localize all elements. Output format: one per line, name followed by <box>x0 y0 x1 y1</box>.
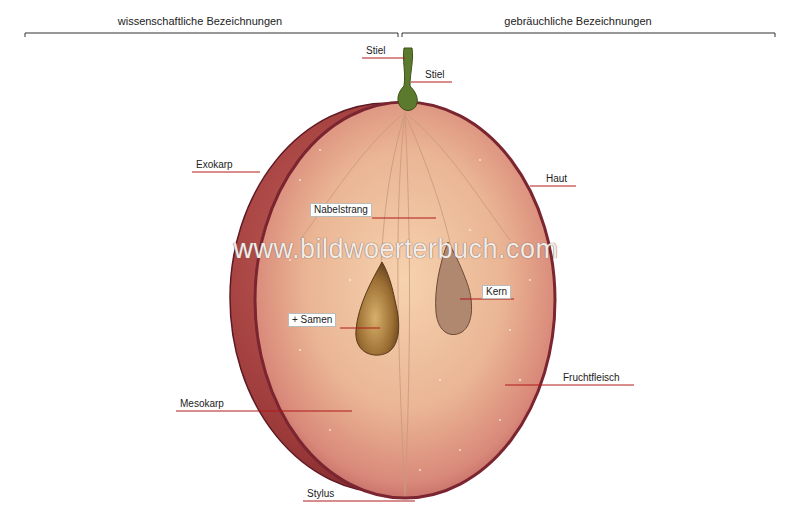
seed <box>356 262 399 355</box>
vascular-strands <box>300 112 510 496</box>
watermark: www.bildwoerterbuch.com <box>231 234 560 264</box>
header-text: wissenschaftliche Bezeichnungen <box>116 15 285 28</box>
part-label: Stiel <box>364 45 387 57</box>
header-bracket <box>25 33 775 37</box>
part-label: Haut <box>544 173 569 185</box>
part-label: + Samen <box>288 313 336 327</box>
part-label: Kern <box>482 285 511 299</box>
part-label: Mesokarp <box>178 398 226 410</box>
part-label: Exokarp <box>194 159 235 171</box>
grape-stem <box>398 48 417 111</box>
grape-flesh <box>255 102 555 498</box>
part-label: Fruchtfleisch <box>561 372 622 384</box>
leader-line <box>176 58 634 501</box>
part-label: Nabelstrang <box>310 203 372 217</box>
part-label: Stiel <box>423 69 446 81</box>
part-label: Stylus <box>305 488 336 500</box>
flesh-speckles <box>289 149 531 471</box>
header-text: gebräuchliche Bezeichnungen <box>502 15 653 28</box>
